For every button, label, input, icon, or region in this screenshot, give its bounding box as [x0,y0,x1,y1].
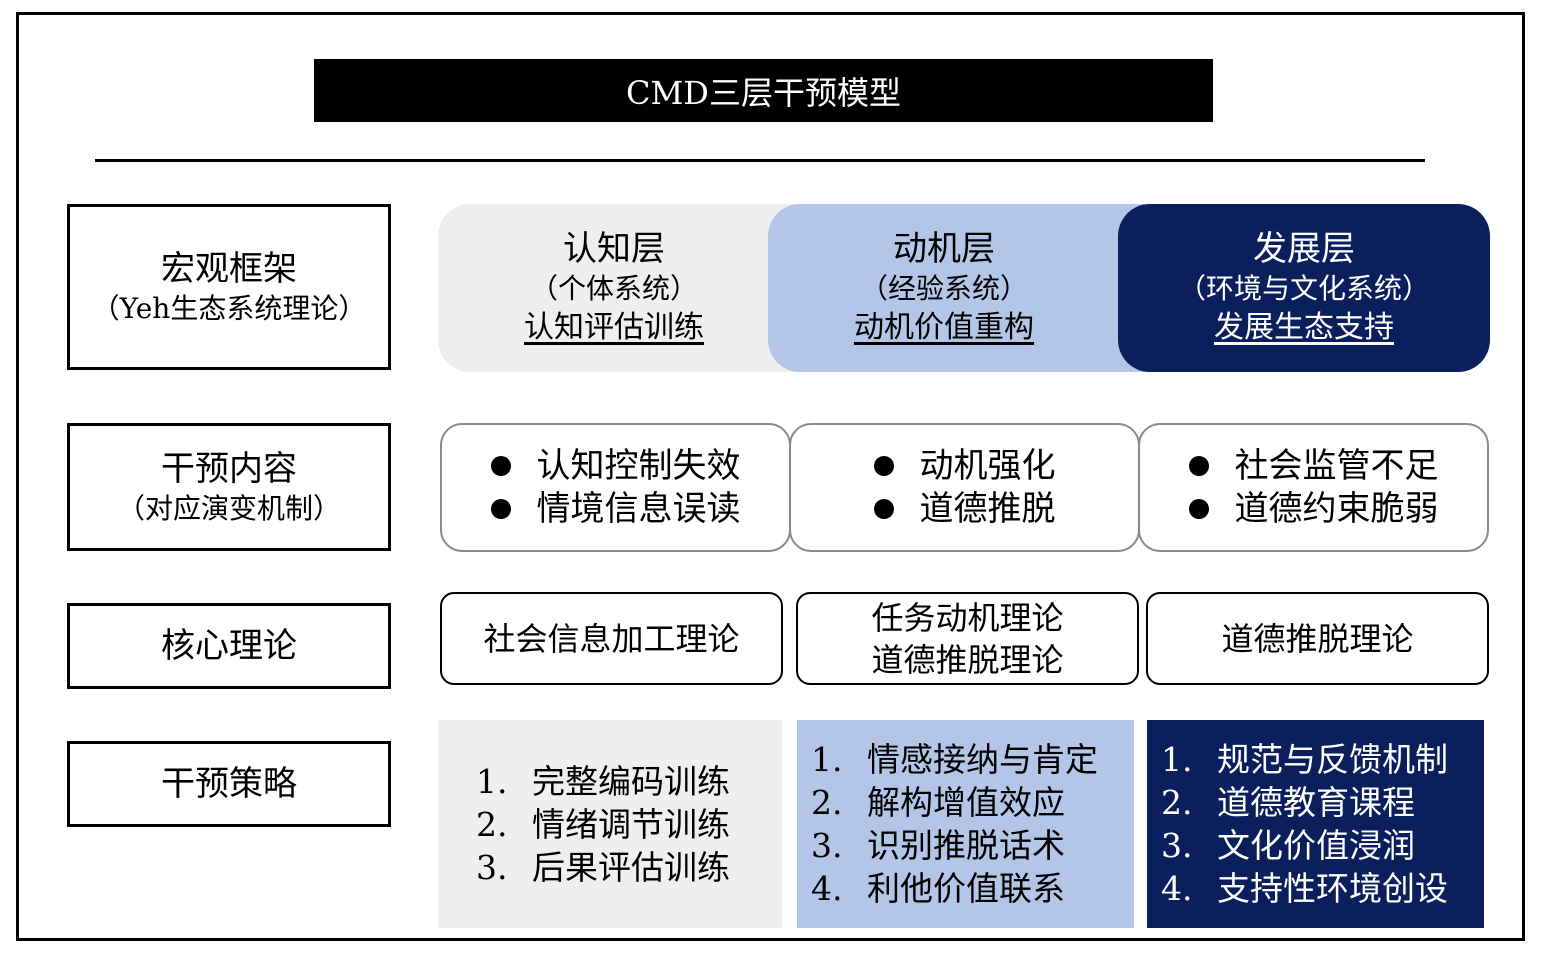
bullet-icon [873,456,894,476]
item-text: 规范与反馈机制 [1217,740,1448,779]
row-label-sub: （Yeh生态系统理论） [91,292,367,325]
list-item: 3. 后果评估训练 [476,846,782,889]
layer-development: 发展层 （环境与文化系统） 发展生态支持 [1118,204,1490,372]
layer-band: 认知层 （个体系统） 认知评估训练 动机层 （经验系统） 动机价值重构 发展层 … [438,204,1490,372]
layer-name: 动机层 [893,229,995,269]
row-label-main: 干预内容 [161,449,297,489]
content-text: 道德推脱 [919,488,1056,529]
item-text: 后果评估训练 [532,847,730,887]
layer-system: （经验系统） [859,272,1028,305]
diagram-title-text: CMD三层干预模型 [626,73,901,112]
list-item: 3. 识别推脱话术 [811,824,1134,867]
layer-name: 发展层 [1252,229,1355,269]
layer-name: 认知层 [563,229,665,269]
theory-text: 道德推脱理论 [871,640,1064,679]
list-item: 2. 解构增值效应 [811,781,1134,824]
theory-box-cognitive: 社会信息加工理论 [440,592,783,685]
theory-box-motivation: 任务动机理论 道德推脱理论 [796,592,1139,685]
row-label-framework: 宏观框架 （Yeh生态系统理论） [67,204,391,370]
theory-text: 任务动机理论 [871,598,1064,637]
item-text: 情感接纳与肯定 [867,740,1098,779]
row-label-main: 宏观框架 [161,249,297,289]
list-item: 1. 规范与反馈机制 [1161,738,1484,781]
item-number: 4. [811,869,843,908]
list-item: 情境信息误读 [490,488,741,531]
content-box-development: 社会监管不足 道德约束脆弱 [1138,423,1489,552]
list-item: 4. 利他价值联系 [811,867,1134,910]
list-item: 认知控制失效 [490,445,741,488]
strategy-box-motivation: 1. 情感接纳与肯定 2. 解构增值效应 3. 识别推脱话术 4. 利他价值联系 [797,720,1134,928]
bullet-icon [1188,456,1209,476]
content-box-motivation: 动机强化 道德推脱 [789,423,1140,552]
list-item: 道德约束脆弱 [1188,488,1439,531]
row-label-content: 干预内容 （对应演变机制） [67,423,391,551]
item-text: 利他价值联系 [867,869,1065,908]
outer-frame [16,12,1525,941]
strategy-box-cognitive: 1. 完整编码训练 2. 情绪调节训练 3. 后果评估训练 [438,720,782,928]
title-divider [95,159,1425,162]
item-text: 情绪调节训练 [532,804,730,844]
item-text: 道德教育课程 [1217,783,1415,822]
item-text: 支持性环境创设 [1217,869,1448,908]
layer-goal: 发展生态支持 [1213,310,1394,345]
item-number: 2. [1161,783,1193,822]
layer-system: （个体系统） [529,272,698,305]
list-item: 1. 情感接纳与肯定 [811,738,1134,781]
bullet-icon [873,499,894,519]
row-label-main: 干预策略 [161,764,297,804]
content-text: 认知控制失效 [536,445,741,486]
item-number: 3. [476,847,508,887]
item-number: 2. [811,783,843,822]
list-item: 2. 情绪调节训练 [476,803,782,846]
content-text: 道德约束脆弱 [1234,488,1439,529]
theory-box-development: 道德推脱理论 [1146,592,1489,685]
item-text: 文化价值浸润 [1217,826,1415,865]
list-item: 社会监管不足 [1188,445,1439,488]
item-number: 4. [1161,869,1193,908]
item-text: 完整编码训练 [532,761,730,801]
list-item: 4. 支持性环境创设 [1161,867,1484,910]
item-text: 解构增值效应 [867,783,1065,822]
diagram-title: CMD三层干预模型 [314,59,1213,122]
list-item: 动机强化 [873,445,1056,488]
content-text: 情境信息误读 [536,488,741,529]
row-label-sub: （对应演变机制） [116,492,341,525]
theory-text: 道德推脱理论 [1221,619,1414,658]
layer-goal: 认知评估训练 [524,310,704,345]
list-item: 2. 道德教育课程 [1161,781,1484,824]
item-number: 1. [811,740,843,779]
content-box-cognitive: 认知控制失效 情境信息误读 [440,423,791,552]
layer-system: （环境与文化系统） [1177,272,1430,305]
item-number: 2. [476,804,508,844]
row-label-main: 核心理论 [161,626,297,666]
theory-text: 社会信息加工理论 [483,619,740,658]
list-item: 1. 完整编码训练 [476,760,782,803]
bullet-icon [490,499,511,519]
bullet-icon [490,456,511,476]
strategy-box-development: 1. 规范与反馈机制 2. 道德教育课程 3. 文化价值浸润 4. 支持性环境创设 [1147,720,1484,928]
content-text: 动机强化 [919,445,1056,486]
layer-motivation: 动机层 （经验系统） 动机价值重构 [768,204,1168,372]
item-text: 识别推脱话术 [867,826,1065,865]
layer-goal: 动机价值重构 [854,310,1034,345]
item-number: 3. [1161,826,1193,865]
bullet-icon [1188,499,1209,519]
row-label-strategy: 干预策略 [67,741,391,827]
item-number: 1. [1161,740,1193,779]
list-item: 3. 文化价值浸润 [1161,824,1484,867]
row-label-theory: 核心理论 [67,603,391,689]
content-text: 社会监管不足 [1234,445,1439,486]
list-item: 道德推脱 [873,488,1056,531]
item-number: 1. [476,761,508,801]
item-number: 3. [811,826,843,865]
